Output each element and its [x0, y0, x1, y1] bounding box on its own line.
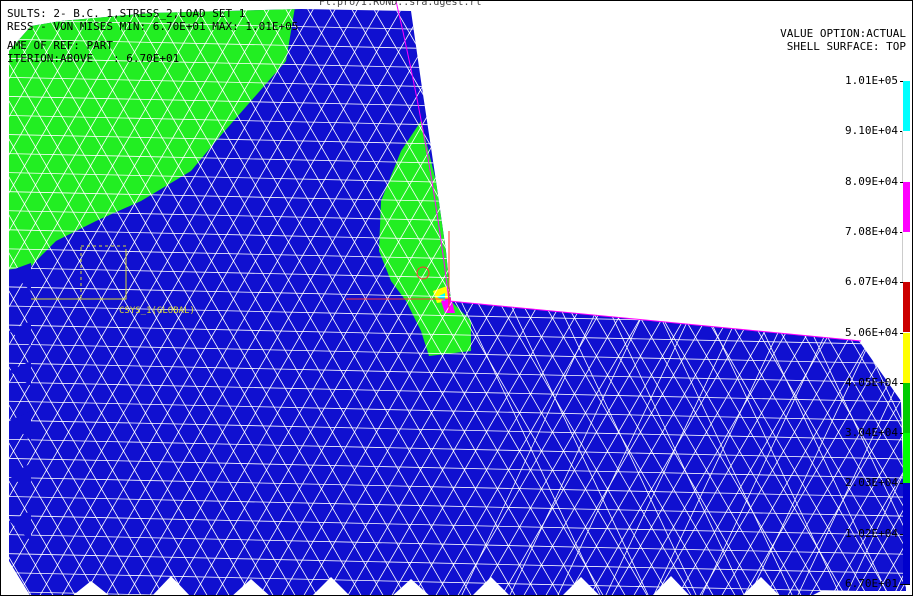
legend-value-label: 8.09E+04 [845, 174, 898, 188]
legend-value-label: 7.08E+04 [845, 224, 898, 238]
results-line-2: RESS - VON MISES MIN: 6.70E+01 MAX: 1.01… [7, 20, 299, 33]
upper-left-stress-region [9, 9, 296, 271]
legend-color-band [903, 332, 910, 383]
legend-value-label: 4.05E+04 [845, 375, 898, 389]
legend-tick [900, 584, 910, 585]
legend-value-label: 9.10E+04 [845, 124, 898, 138]
legend-value-label: 1.01E+05 [845, 74, 898, 87]
value-option-label: VALUE OPTION:ACTUAL [780, 27, 906, 40]
legend-value-label: 2.03E+04 [845, 476, 898, 490]
legend-value-label: 1.02E+04 [845, 526, 898, 540]
legend-color-band [903, 533, 910, 584]
legend-color-band [903, 81, 910, 132]
csys-label: CSYS_1(GLOBAL) [119, 306, 195, 316]
legend-color-band [902, 131, 910, 182]
legend-value-label: 3.04E+04 [845, 426, 898, 440]
results-line-1: SULTS: 2- B.C. 1,STRESS_2,LOAD SET 1 [7, 7, 246, 20]
results-line-3: AME OF REF: PART [7, 39, 113, 52]
legend-color-band [903, 181, 910, 232]
legend-color-band [903, 282, 910, 333]
part-boundary-line [395, 1, 862, 342]
legend-color-band [903, 483, 910, 534]
legend-color-band [903, 433, 910, 484]
legend-color-band [903, 382, 910, 434]
file-path-label: Fl.pro/I.ROND..sra.dgest.rl [319, 0, 482, 8]
global-csys-triad [31, 231, 451, 311]
left-edge-teeth [9, 263, 31, 541]
legend-value-label: 6.07E+04 [845, 275, 898, 289]
bottom-edge-teeth [73, 576, 779, 595]
legend-value-label: 6.70E+01 [845, 577, 898, 590]
legend-color-band [902, 231, 910, 283]
legend-value-label: 5.06E+04 [845, 325, 898, 339]
results-line-4: ITERION:ABOVE : 6.70E+01 [7, 52, 180, 65]
shell-surface-label: SHELL SURFACE: TOP [786, 40, 906, 53]
